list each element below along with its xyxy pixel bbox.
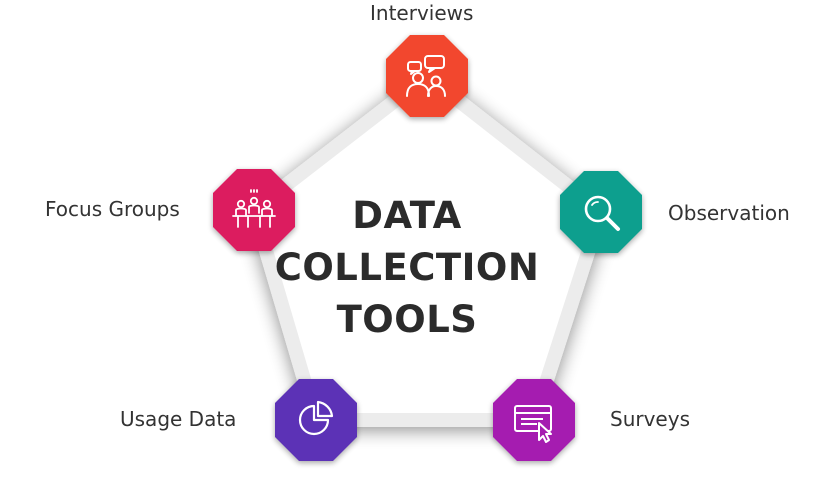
node-interviews [386, 35, 468, 117]
center-title-line-1: DATA [352, 194, 462, 237]
node-usage-data [275, 379, 357, 461]
focus-groups-octagon [213, 169, 295, 251]
center-title-line-2: COLLECTION [274, 246, 540, 289]
observation-octagon [560, 171, 642, 253]
label-usage-data: Usage Data [120, 407, 237, 431]
center-title: DATA COLLECTION TOOLS [257, 190, 557, 346]
label-interviews: Interviews [370, 1, 474, 25]
label-surveys: Surveys [610, 407, 690, 431]
interviews-octagon [386, 35, 468, 117]
center-title-line-3: TOOLS [336, 298, 478, 341]
node-observation [560, 171, 642, 253]
focus-group-icon [232, 189, 276, 228]
pie-chart-icon [298, 400, 334, 436]
label-observation: Observation [668, 201, 790, 225]
survey-cursor-icon [514, 405, 552, 443]
magnifier-icon [584, 195, 620, 231]
node-surveys [493, 379, 575, 461]
label-focus-groups: Focus Groups [45, 197, 180, 221]
interview-people-icon [406, 55, 446, 97]
node-focus-groups [213, 169, 295, 251]
